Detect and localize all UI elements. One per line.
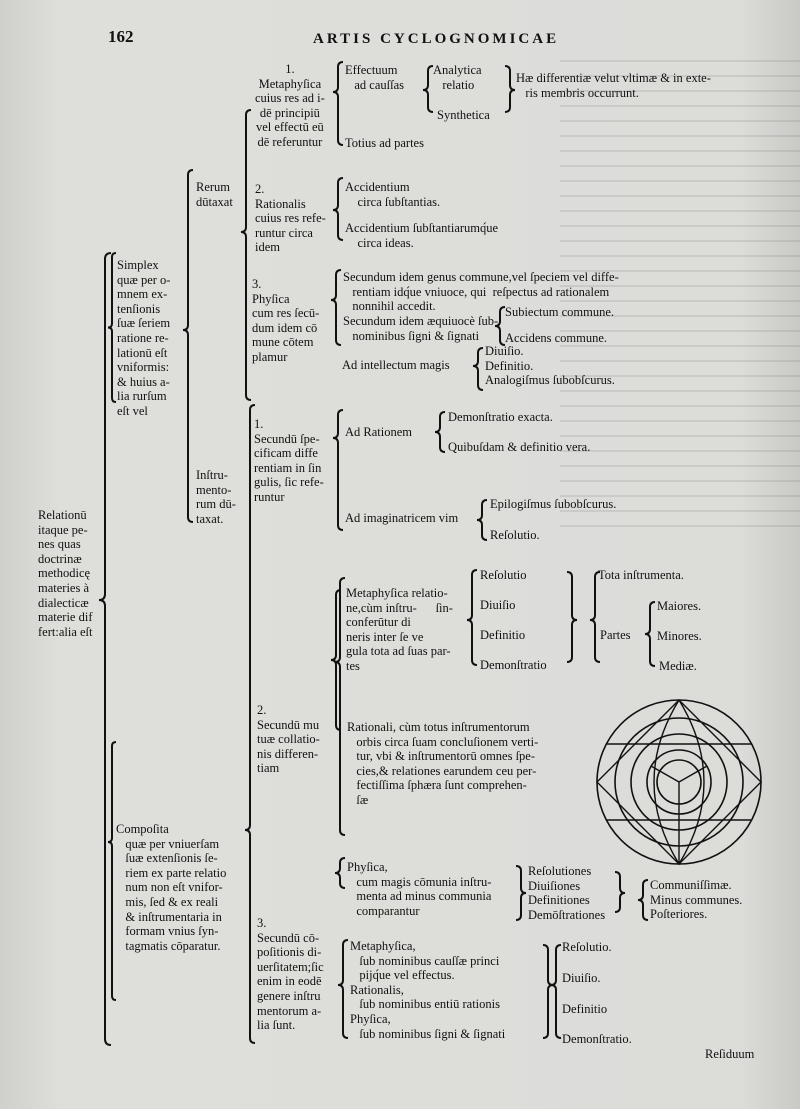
mediae-node: Mediæ.	[659, 659, 697, 673]
resolutio-imag-node: Reſolutio.	[490, 528, 540, 542]
running-title: ARTIS CYCLOGNOMICAE	[313, 31, 560, 47]
diuisio-final: Diuiſio.	[562, 971, 601, 985]
brace	[107, 252, 117, 403]
brace	[422, 65, 434, 113]
synthetica-node: Synthetica	[437, 108, 490, 122]
accidentium-substantias: Accidentium circa ſubſtantias.	[345, 180, 441, 209]
ad-rationem-node: Ad Rationem	[345, 425, 413, 439]
brace	[330, 269, 342, 346]
brace	[466, 569, 478, 666]
brace	[614, 871, 626, 913]
brace	[472, 347, 484, 391]
brace	[637, 879, 649, 921]
accidens-node: Accidens commune.	[505, 331, 608, 345]
brace	[337, 939, 349, 1039]
brace	[504, 65, 516, 113]
analytica-node: Analytica relatio	[433, 63, 482, 92]
brace	[240, 109, 252, 401]
ad-intellectum-node: Ad intellectum magis	[342, 358, 450, 372]
brace	[107, 741, 117, 1001]
brace	[515, 865, 527, 921]
resolutio-final: Reſolutio.	[562, 940, 612, 954]
final-list: Metaphyſica, ſub nominibus cauſſæ princi…	[350, 939, 506, 1041]
subiectum-node: Subiectum commune.	[505, 305, 615, 319]
brace	[98, 252, 112, 1046]
demonstratio-final: Demonſtratio.	[562, 1032, 632, 1046]
diuisio-item: Diuiſio	[480, 598, 516, 612]
composita-node: Compoſita quæ per vniuerſam ſuæ extenſio…	[116, 822, 227, 953]
minores-node: Minores.	[657, 629, 702, 643]
brace	[334, 857, 346, 889]
physica-communia-node: Phyſica, cum magis cōmunia inſtru- menta…	[347, 860, 492, 918]
secundum-genus-node: Secundum idem genus commune,vel ſpeciem …	[343, 270, 619, 314]
brace	[332, 177, 344, 241]
brace	[494, 306, 506, 346]
brace	[332, 61, 344, 146]
rerum-node: Rerum dūtaxat	[196, 180, 233, 209]
communissimae-list: Communiſſimæ. Minus communes. Poſteriore…	[650, 878, 743, 922]
epilogismus-node: Epilogiſmus ſubobſcurus.	[490, 497, 617, 511]
tota-instrumenta: Tota inſtrumenta.	[598, 568, 684, 582]
brace	[476, 499, 488, 541]
bleed-through-text	[560, 60, 800, 530]
resolutiones-list: Reſolutiones Diuiſiones Definitiones Dem…	[528, 864, 606, 922]
demonstratio-exacta: Demonſtratio exacta.	[448, 410, 553, 424]
partes-node: Partes	[600, 628, 631, 642]
brace	[542, 944, 554, 1039]
relationum-root: Relationū itaque pe- nes quas doctrinæ m…	[38, 508, 93, 639]
brace	[244, 404, 256, 1044]
brace	[330, 589, 342, 731]
quibusdam-node: Quibuſdam & definitio vera.	[448, 440, 591, 454]
catchword: Reſiduum	[705, 1047, 755, 1061]
brace	[332, 409, 344, 531]
brace	[566, 571, 578, 663]
maiores-node: Maiores.	[657, 599, 702, 613]
metaphysica-node: 1. Metaphyſica cuius res ad i- dē princi…	[255, 62, 325, 149]
rationalis-node: 2. Rationalis cuius res refe- runtur cir…	[255, 182, 326, 255]
secundum-specificam-node: 1. Secundū ſpe- cificam diffe rentiam in…	[254, 417, 324, 504]
metaphysica-relatione-node: Metaphyſica relatio- ne,cùm inſtru- ſin-…	[346, 586, 453, 673]
definitio-item: Definitio	[480, 628, 526, 642]
instrumentorum-node: Inſtru- mento- rum dū- taxat.	[196, 468, 236, 526]
accidentium-ideas: Accidentium ſubſtantiarumq́ue circa idea…	[345, 221, 499, 250]
physica-node: 3. Phyſica cum res ſecū- dum idem cō mun…	[252, 277, 320, 364]
rationali-node: Rationali, cùm totus inſtrumentorum orbi…	[347, 720, 539, 807]
definitio-final: Definitio	[562, 1002, 608, 1016]
figure-line	[650, 765, 708, 864]
simplex-node: Simplex quæ per o- mnem ex- tenſionis ſu…	[117, 258, 171, 418]
resolutio-item: Reſolutio	[480, 568, 527, 582]
mutuae-collationis-node: 2. Secundū mu tuæ collatio- nis differen…	[257, 703, 320, 776]
brace	[589, 571, 601, 663]
totius-node: Totius ad partes	[345, 136, 424, 150]
demonstratio-item: Demonſtratio	[480, 658, 547, 672]
brace	[550, 944, 562, 1039]
page-number: 162	[108, 27, 134, 46]
intellectum-items: Diuiſio. Definitio. Analogiſmus ſubobſcu…	[485, 344, 615, 388]
hae-differentiae-note: Hæ differentiæ velut vltimæ & in exte- r…	[516, 71, 711, 100]
brace	[182, 169, 194, 523]
secundum-aequiuoce-node: Secundum idem æquiuocè ſub- nominibus ſi…	[343, 314, 499, 343]
effectuum-node: Effectuum ad cauſſas	[345, 63, 405, 92]
ad-imaginatricem-node: Ad imaginatricem vim	[345, 511, 459, 525]
brace	[434, 411, 446, 453]
compositionis-node: 3. Secundū cō- poſitionis di- uerſitatem…	[257, 916, 324, 1033]
brace	[644, 601, 656, 667]
